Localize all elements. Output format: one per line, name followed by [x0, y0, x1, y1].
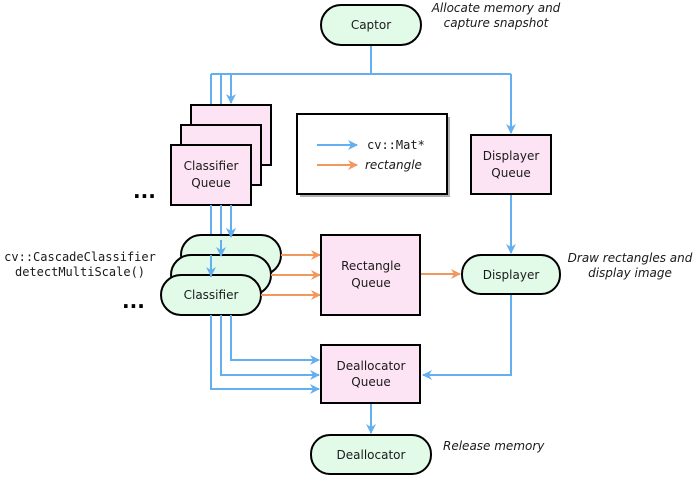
- arrow-classifier-to-dealloc-2: [220, 315, 320, 380]
- arrow-classifier-to-dealloc-3: [210, 315, 320, 394]
- captor-note-2: capture snapshot: [444, 16, 550, 30]
- classifier-inbound-tips: [206, 228, 236, 277]
- deallocator: [310, 434, 432, 475]
- classifier-queue-stack: Classifier Queue: [170, 104, 272, 206]
- displayer-queue: [470, 134, 552, 195]
- deallocator-queue-label-1: Deallocator: [337, 359, 406, 373]
- captor-label: Captor: [351, 18, 391, 32]
- legend-mat-label: cv::Mat*: [367, 138, 425, 152]
- arrow-displayer-to-dealloc: [422, 295, 512, 380]
- displayer-queue-label-1: Displayer: [483, 149, 540, 163]
- deallocator-queue: [320, 344, 421, 404]
- classifier-api-note-2: detectMultiScale(): [15, 265, 145, 279]
- classifier-ellipsis: ...: [122, 289, 145, 313]
- legend-box: [296, 113, 448, 195]
- deallocator-note: Release memory: [443, 439, 545, 453]
- displayer: [461, 254, 561, 295]
- displayer-note-1: Draw rectangles and: [568, 251, 693, 265]
- rectangle-queue-label-2: Queue: [351, 276, 390, 290]
- classifier-queue-label-2: Queue: [191, 176, 230, 190]
- arrow-classifier-to-dealloc-1: [230, 315, 320, 365]
- classifier-label: Classifier: [184, 288, 239, 302]
- legend: cv::Mat* rectangle: [296, 113, 450, 197]
- to-deallocator-arrows: [210, 295, 512, 394]
- classifier-queue-label-1: Classifier: [184, 159, 239, 173]
- displayer-note-2: display image: [588, 266, 672, 280]
- classifier-queue-1: [170, 144, 252, 206]
- captor-note-1: Allocate memory and: [431, 1, 561, 15]
- deallocator-label: Deallocator: [337, 448, 406, 462]
- displayer-label: Displayer: [483, 268, 540, 282]
- classifier-api-note-1: cv::CascadeClassifier: [4, 250, 156, 264]
- rectangle-queue: [320, 234, 421, 316]
- legend-rect-label: rectangle: [365, 158, 422, 172]
- displayer-queue-label-2: Queue: [491, 166, 530, 180]
- classifier-queue-ellipsis: ...: [133, 179, 156, 203]
- deallocator-queue-label-2: Queue: [351, 375, 390, 389]
- classifier-to-rectangle-arrows: [261, 250, 321, 300]
- rectangle-queue-label-1: Rectangle: [341, 259, 401, 273]
- captor: [320, 4, 422, 46]
